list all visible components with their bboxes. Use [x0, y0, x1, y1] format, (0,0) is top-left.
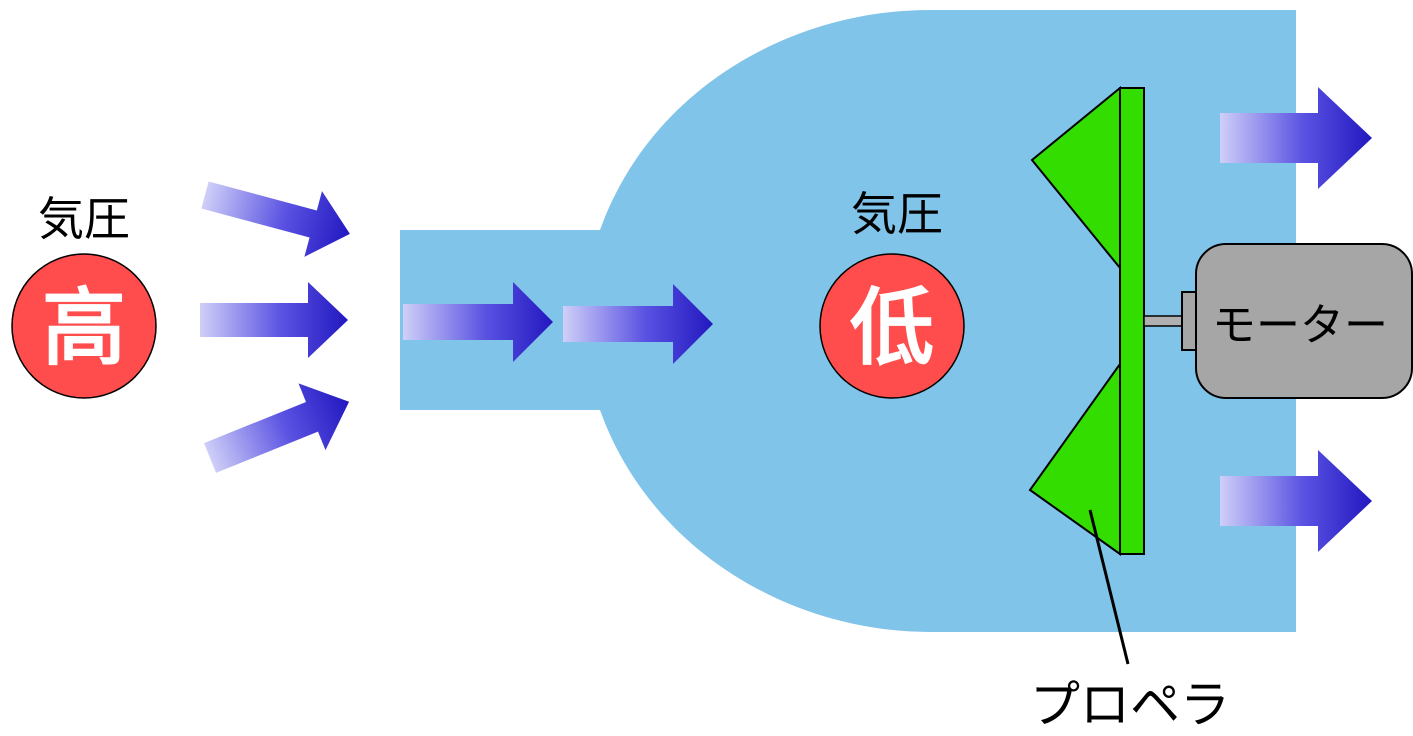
- propeller-hub: [1119, 87, 1145, 555]
- low-pressure-label: 気圧: [851, 187, 943, 241]
- motor-shaft: [1143, 315, 1187, 327]
- inlet-arrow-2: [563, 284, 713, 364]
- inflow-arrow-middle: [200, 282, 348, 358]
- propeller-pointer-line: [1088, 509, 1130, 665]
- outflow-arrow-lower: [1220, 450, 1372, 552]
- inflow-arrow-lower: [204, 383, 350, 473]
- motor-label: モーター: [1212, 300, 1388, 351]
- low-pressure-badge: [819, 253, 965, 399]
- motor-body: [1195, 243, 1413, 399]
- low-pressure-level: 低: [850, 279, 934, 377]
- inflow-arrow-upper: [201, 181, 350, 257]
- outflow-arrow-upper: [1220, 87, 1372, 189]
- high-pressure-badge: [11, 253, 157, 399]
- high-pressure-level: 高: [42, 279, 126, 377]
- propeller-label: プロペラ: [1030, 676, 1230, 734]
- high-pressure-label: 気圧: [38, 192, 130, 246]
- inlet-arrow-1: [403, 282, 553, 362]
